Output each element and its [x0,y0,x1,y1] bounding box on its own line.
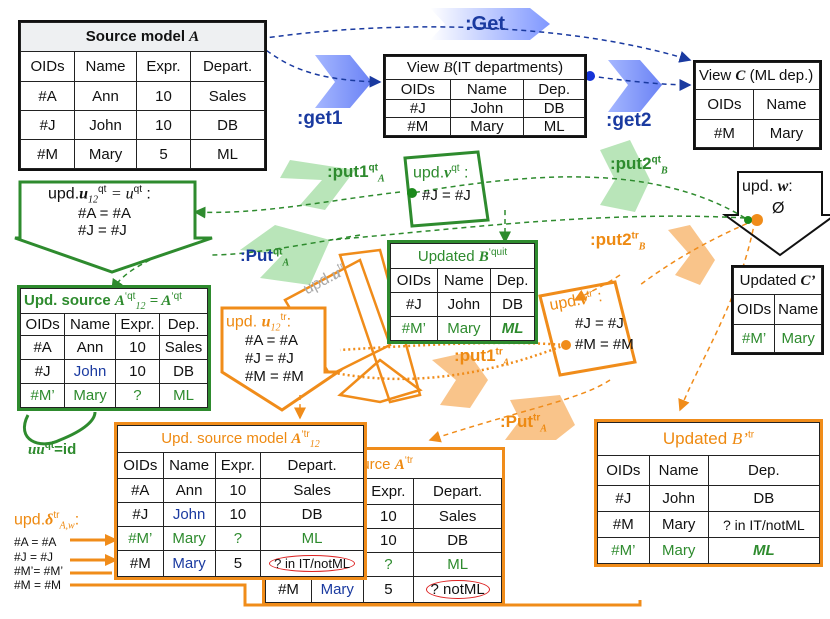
table-row: #M’Mary?ML [19,383,208,408]
uu-loop [22,411,97,446]
put2qt-label: :put2qtB [610,154,668,177]
upd-u-tr-outer [337,358,423,404]
get2-dashed-arrow [589,75,692,91]
upd-u-tr-frame [338,248,422,404]
upd-u12-qt-arrow [14,180,213,274]
upd-u12-tr-line: #J = #J [245,350,294,367]
orange-dash-2 [678,219,756,412]
upd-u12-qt-line: #A = #A [78,205,131,222]
delta-lines [70,538,642,607]
green-dash-5 [111,259,151,292]
get1-label: :get1 [297,108,343,129]
get-dashed-arrow [251,26,692,63]
put2qt-chevron [600,140,650,212]
upd-u12-tr-line: #M = #M [245,368,304,385]
upd-v-tr-box [538,280,637,377]
get2-chevron [608,60,662,112]
put1qt-chevron [280,160,355,210]
table-row: #M’Mary [732,324,823,353]
green-dash-2 [329,215,746,241]
put2tr-label: :put2trB [590,230,646,253]
green-dash-4 [209,234,361,256]
upd-delta-line: #A = #A [14,535,57,549]
upd-w-arrow [721,171,830,257]
orange-dash-5 [329,343,566,381]
get-big-arrow [430,8,550,40]
put1tr-label: :put1trA [454,346,510,369]
upd-v-qt-dot [407,188,417,198]
puttr-chevron [505,395,575,440]
upd-u12-qt-line: #J = #J [78,222,127,239]
upd-u12-tr-title: upd. u12tr: [226,312,292,334]
upd-u12-qt-title: upd.u12qt = uqt : [48,184,151,206]
in-it-notml-oval: ? in IT/notML [269,555,356,572]
upd-v-qt-title: upd.vqt : [413,163,469,182]
uuqt-label: uuqt=id [28,440,77,458]
upd-delta-title: upd.δtrA,w: [14,510,80,532]
orange-dash-4 [339,341,566,352]
table-row: #M’Mary?ML [117,526,364,551]
upd-v-tr-line: #J = #J [575,315,624,332]
put2tr-chevron [668,225,715,285]
puttr-label: :PuttrA [500,412,547,435]
get2-label: :get2 [606,110,652,131]
putqt-chevron [240,225,330,285]
upd-w-dot [751,214,763,226]
orange-dash-3 [573,274,621,301]
view-b-dot [585,71,595,81]
upd-delta-line: #M = #M [14,578,62,592]
upd-w-title: upd. w: [742,178,793,195]
put1tr-chevron [432,352,488,408]
delta-arrow-1 [105,534,118,546]
delta-arrow-2 [105,554,118,566]
upd-v-tr-line: #M = #M [575,336,634,353]
put1qt-label: :put1qtA [327,162,385,185]
notml-oval: ? notML [425,580,490,599]
upd-w-empty: Ø [772,200,785,217]
get-label: :Get [465,13,505,35]
upd-v-tr-dot [561,340,571,350]
green-dash-3 [193,191,401,219]
upd-u12-tr-arrow [220,306,343,412]
upd-w-dot-green [744,216,752,224]
get1-chevron [315,55,372,108]
upd-v-qt-box [403,150,490,228]
orange-dash-1 [639,219,756,286]
upd-delta-line: #M’= #M’ [14,564,64,578]
orange-dash-6 [428,379,611,443]
upd-delta-line: #J = #J [14,550,54,564]
upd-v-qt-line: #J = #J [422,187,471,204]
upd-u12-tr-line: #A = #A [245,332,298,349]
putqt-label: :PutqtA [240,246,290,269]
